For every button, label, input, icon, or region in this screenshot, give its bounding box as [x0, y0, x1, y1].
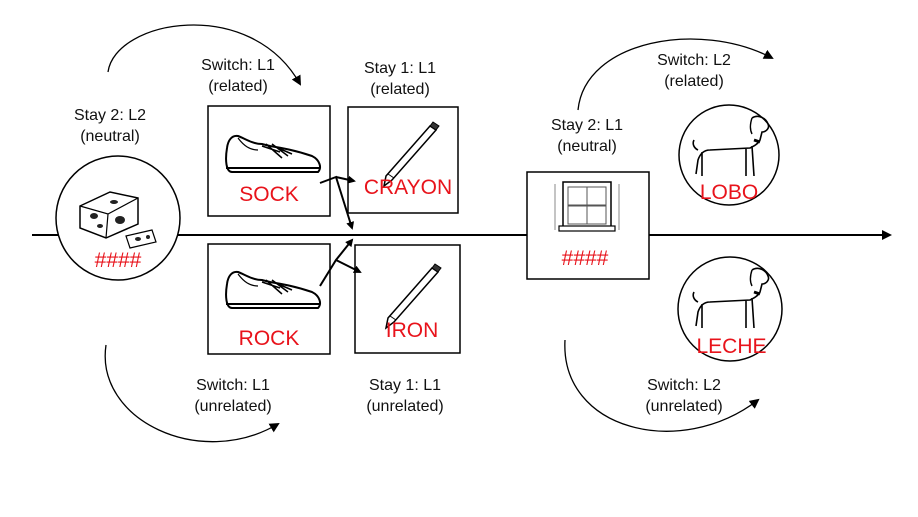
arrow-rock-to-iron-direct [335, 259, 362, 273]
label-line: (neutral) [80, 128, 140, 145]
pencil-icon [384, 263, 442, 330]
curve-arrow-bottom-right [564, 339, 760, 432]
dog-icon [692, 115, 770, 177]
word-crayon: CRAYON [363, 176, 453, 199]
label-line: Switch: L1 [201, 57, 275, 74]
word-iron: IRON [385, 319, 439, 342]
curve-arrow-top-left [107, 24, 301, 86]
shoe-icon [225, 134, 321, 173]
label-line: Stay 2: L2 [73, 107, 147, 124]
leche-circle [677, 256, 783, 362]
label-stay2-l2-neutral: Stay 2: L2 (neutral) [50, 105, 170, 147]
label-line: Stay 1: L1 [368, 377, 442, 394]
label-line: Stay 2: L1 [550, 117, 624, 134]
shoe-icon [225, 270, 321, 309]
word-sock: SOCK [239, 183, 299, 206]
word-lobo: LOBO [699, 181, 759, 204]
cheese-icon [79, 191, 157, 249]
label-line: Switch: L2 [657, 52, 731, 69]
lobo-circle [678, 104, 780, 206]
label-line: (related) [208, 78, 268, 95]
word-cheese-mask: #### [94, 249, 142, 272]
dog-icon [692, 267, 770, 329]
word-rock: ROCK [238, 327, 300, 350]
window-icon [554, 181, 620, 232]
word-leche: LECHE [696, 335, 767, 358]
label-switch-l2-unrelated: Switch: L2 (unrelated) [624, 375, 744, 417]
label-line: Stay 1: L1 [363, 60, 437, 77]
label-line: Switch: L2 [647, 377, 721, 394]
pencil-icon [382, 121, 440, 188]
label-line: (unrelated) [645, 398, 723, 415]
word-window-mask: #### [561, 247, 609, 270]
label-line: (related) [664, 73, 724, 90]
label-line: Switch: L1 [196, 377, 270, 394]
label-line: (unrelated) [194, 398, 272, 415]
label-switch-l1-related: Switch: L1 (related) [178, 55, 298, 97]
label-stay1-l1-unrelated: Stay 1: L1 (unrelated) [345, 375, 465, 417]
label-line: (related) [370, 81, 430, 98]
label-stay2-l1-neutral: Stay 2: L1 (neutral) [527, 115, 647, 157]
arrow-sock-to-crayon-direct [335, 175, 356, 184]
curve-arrow-bottom-left [104, 344, 280, 443]
label-switch-l1-unrelated: Switch: L1 (unrelated) [173, 375, 293, 417]
curve-arrow-top-right [577, 38, 774, 111]
label-switch-l2-related: Switch: L2 (related) [634, 50, 754, 92]
label-line: (neutral) [557, 138, 617, 155]
label-line: (unrelated) [366, 398, 444, 415]
label-stay1-l1-related: Stay 1: L1 (related) [340, 58, 460, 100]
